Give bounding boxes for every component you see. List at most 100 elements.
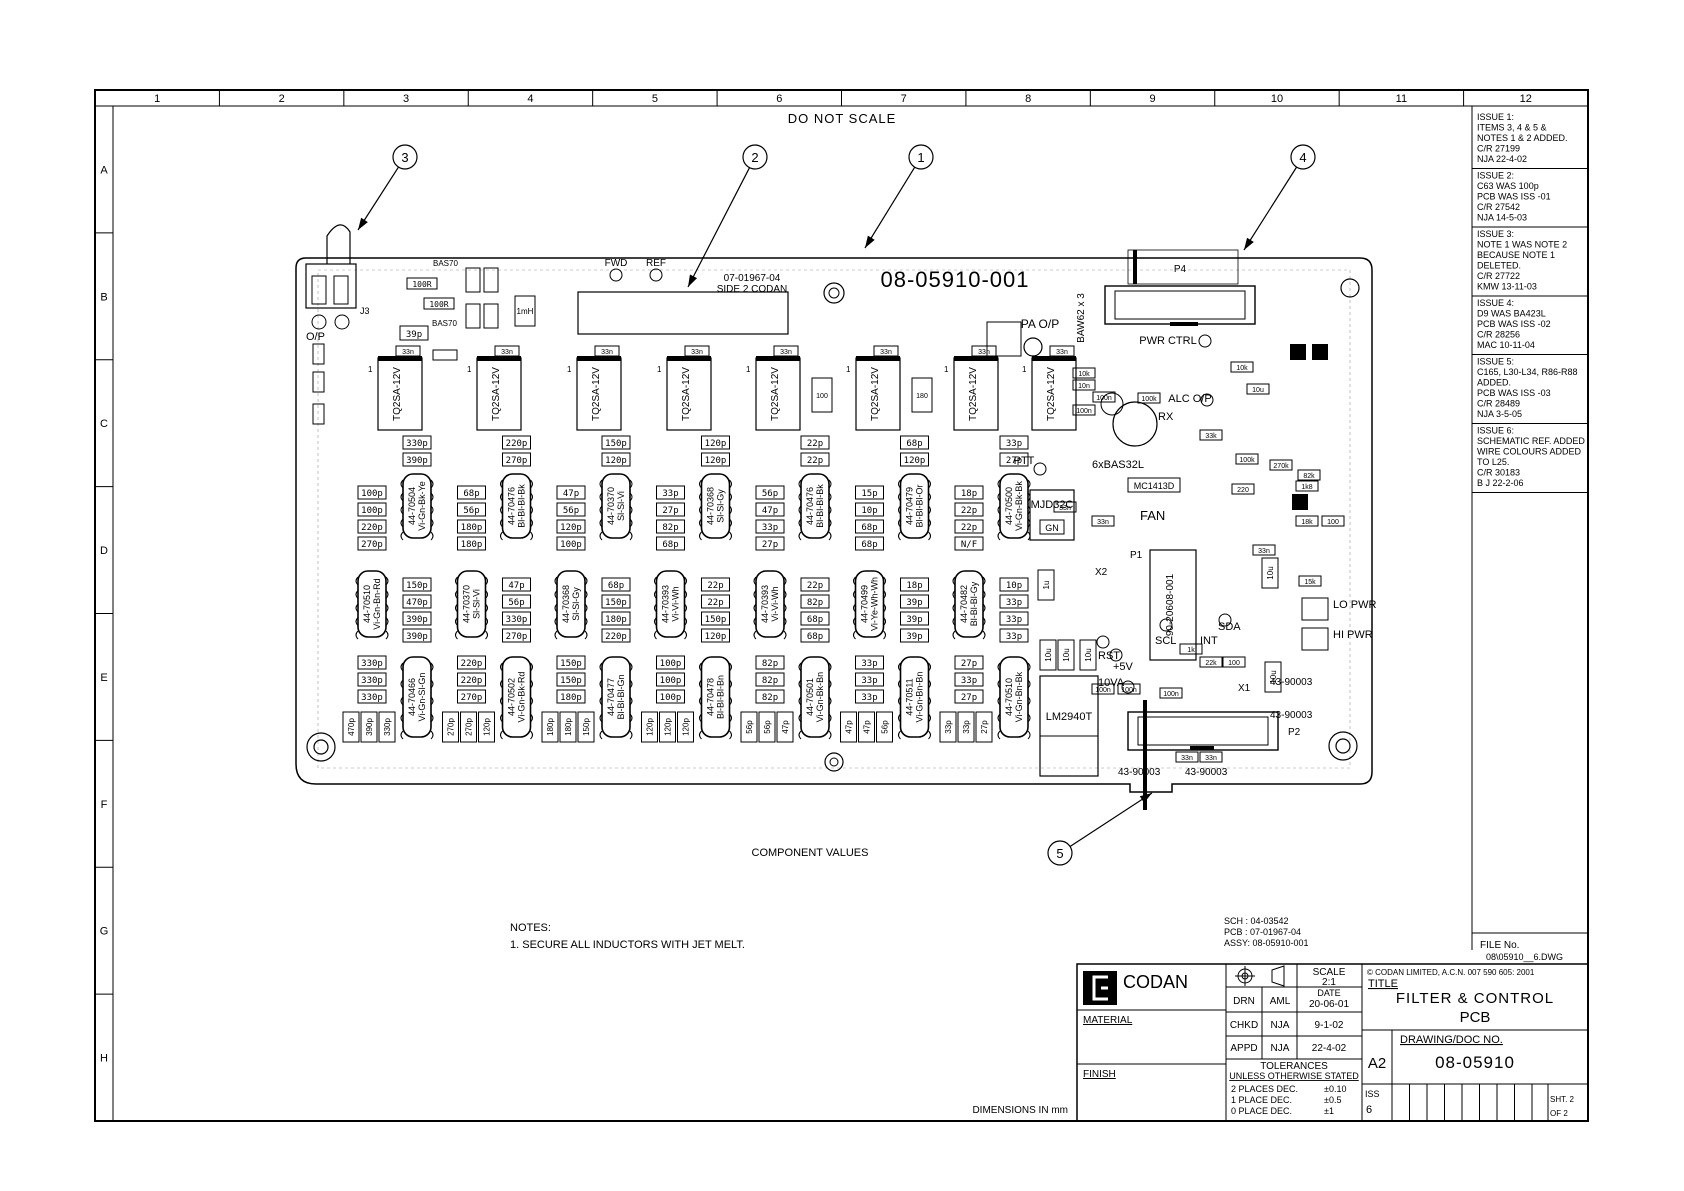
capacitor-value: 330p <box>383 718 392 736</box>
revision-line: NJA 3-5-05 <box>1477 409 1522 419</box>
svg-text:SCALE: SCALE <box>1313 967 1346 978</box>
capacitor <box>556 519 586 534</box>
capacitor-value: 22p <box>961 506 977 516</box>
mounting-hole-2 <box>1328 731 1358 761</box>
svg-text:15k: 15k <box>1304 579 1316 586</box>
capacitor-value: 220p <box>361 523 383 533</box>
inductor-colour: Vi-Gn-Bn-Bn <box>915 672 925 723</box>
drawing-title-line2: PCB <box>1460 1009 1491 1026</box>
svg-text:33n: 33n <box>1205 755 1217 762</box>
control-area: P4 P2 43-90003 43-90003 43-90003 43-9000… <box>1014 249 1376 810</box>
capacitor-value: 33p <box>1006 598 1022 608</box>
revision-line: C165, L30-L34, R86-R88 <box>1477 367 1578 377</box>
j3-connector: J3 O/P <box>305 224 370 343</box>
inductor-colour: Vi-Gn-Bk-Ye <box>417 481 427 531</box>
x1-label: X1 <box>1238 683 1251 694</box>
inductor-colour: Vi-Vi-Wh <box>770 586 780 621</box>
svg-text:33n: 33n <box>1097 519 1109 526</box>
p2-connector <box>1127 711 1279 751</box>
capacitor-value: 47p <box>845 720 854 734</box>
callout-3: 3 <box>357 144 418 231</box>
capacitor-value: 82p <box>762 659 778 669</box>
row-label: F <box>101 799 108 811</box>
column-label: 6 <box>776 93 782 105</box>
capacitor-value: 10p <box>861 506 877 516</box>
relay-label: TQ2SA-12V <box>870 367 881 421</box>
sda-label: SDA <box>1218 621 1241 633</box>
revision-line: C/R 28256 <box>1477 330 1520 340</box>
revision-list: ISSUE 1:ITEMS 3, 4 & 5 &NOTES 1 & 2 ADDE… <box>1472 112 1588 493</box>
revision-line: C/R 27722 <box>1477 271 1520 281</box>
mounting-hole-3 <box>823 282 845 304</box>
svg-text:22k: 22k <box>1205 660 1217 667</box>
capacitor <box>601 594 631 609</box>
capacitor <box>999 594 1029 609</box>
svg-text:33n: 33n <box>780 349 792 356</box>
capacitor <box>556 672 586 687</box>
svg-text:10k: 10k <box>1236 365 1248 372</box>
capacitor-value: 22p <box>807 439 823 449</box>
inductor-part: 44-70502 <box>507 678 517 716</box>
row-label: H <box>100 1053 108 1065</box>
capacitor-value: 10p <box>1006 581 1022 591</box>
capacitor <box>656 485 685 500</box>
ref-sch: SCH : 04-03542 <box>1224 916 1289 926</box>
capacitor <box>357 672 387 687</box>
capacitor-value: 180p <box>605 615 627 625</box>
capacitor <box>900 611 929 626</box>
capacitor-value: 180p <box>560 693 582 703</box>
revision-line: D9 WAS BA423L <box>1477 309 1546 319</box>
capacitor <box>954 519 984 534</box>
tolerance-value: ±0.10 <box>1324 1084 1346 1094</box>
do-not-scale-label: DO NOT SCALE <box>788 111 897 126</box>
capacitor <box>402 452 432 467</box>
capacitor <box>999 435 1029 450</box>
revision-line: C/R 27542 <box>1477 202 1520 212</box>
ref-assy: ASSY: 08-05910-001 <box>1224 938 1309 948</box>
inductor-part: 44-70478 <box>706 678 716 716</box>
svg-text:1: 1 <box>917 150 924 165</box>
capacitor-value: 27p <box>662 506 678 516</box>
inductor-colour: Bl-Bl-Bl-Bk <box>517 484 527 528</box>
capacitor <box>556 655 586 670</box>
row-label: C <box>100 418 108 430</box>
svg-text:100: 100 <box>1228 660 1240 667</box>
svg-text:10n: 10n <box>1078 383 1090 390</box>
capacitor-value: 100p <box>560 540 582 550</box>
capacitor <box>900 594 929 609</box>
svg-text:100R: 100R <box>429 300 448 309</box>
svg-text:OF 2: OF 2 <box>1550 1109 1568 1118</box>
filter-section: 33p27p18p22p22pN/F10p33p33p33p27p33p27p3… <box>939 435 1031 743</box>
capacitor <box>755 689 785 704</box>
capacitor-value: 220p <box>605 632 627 642</box>
capacitor <box>502 577 531 592</box>
svg-text:DATE: DATE <box>1317 988 1340 998</box>
svg-text:BAS70: BAS70 <box>432 319 457 328</box>
svg-text:2:1: 2:1 <box>1322 977 1336 988</box>
column-label: 7 <box>901 93 907 105</box>
filter-section: 68p120p15p10p68p68p18p39p39p39p33p33p33p… <box>840 435 931 743</box>
capacitor-value: 68p <box>662 540 678 550</box>
capacitor-value: 150p <box>605 439 627 449</box>
capacitor <box>701 611 730 626</box>
svg-text:100k: 100k <box>1239 457 1255 464</box>
tolerance-label: 2 PLACES DEC. <box>1231 1084 1298 1094</box>
inductor-part: 44-70504 <box>407 487 417 525</box>
capacitor-value: 390p <box>406 456 428 466</box>
capacitor <box>601 577 631 592</box>
capacitor <box>954 655 984 670</box>
capacitor <box>701 452 730 467</box>
inductor-part: 44-70368 <box>706 487 716 525</box>
capacitor-value: 39p <box>906 632 922 642</box>
capacitor-value: 22p <box>807 581 823 591</box>
capacitor <box>701 628 730 643</box>
relay-label: TQ2SA-12V <box>770 367 781 421</box>
